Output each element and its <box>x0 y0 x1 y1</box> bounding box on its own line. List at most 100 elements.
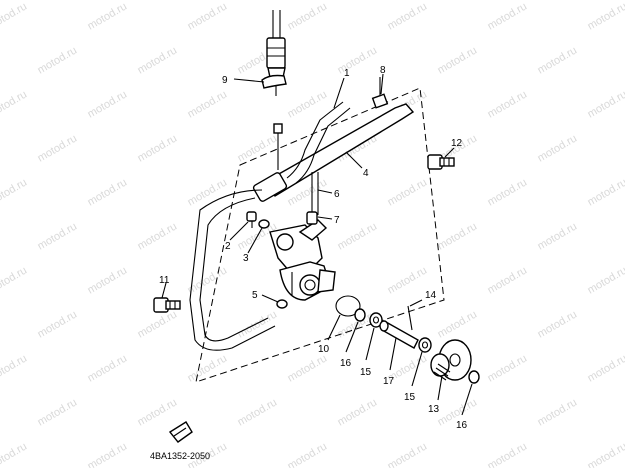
motorcycle-location-icon <box>168 421 193 443</box>
watermark-text: motod.ru <box>436 308 480 340</box>
watermark-text: motod.ru <box>336 396 380 428</box>
callout-15-upper: 15 <box>360 367 372 378</box>
watermark-text: motod.ru <box>336 220 380 252</box>
watermark-text: motod.ru <box>186 176 230 208</box>
watermark-text: motod.ru <box>586 440 625 468</box>
watermark-text: motod.ru <box>586 352 625 384</box>
part-number-code: 4BA1352-2050 <box>150 451 210 461</box>
cable-clip <box>261 74 287 89</box>
watermark-text: motod.ru <box>436 220 480 252</box>
watermark-text: motod.ru <box>36 132 80 164</box>
watermark-text: motod.ru <box>586 176 625 208</box>
watermark-text: motod.ru <box>286 352 330 384</box>
watermark-text: motod.ru <box>386 176 430 208</box>
leader-lines <box>161 73 473 416</box>
watermark-text: motod.ru <box>86 440 130 468</box>
watermark-text: motod.ru <box>136 220 180 252</box>
gear-part-13 <box>430 339 472 381</box>
oring-part-5 <box>276 299 288 309</box>
watermark-text: motod.ru <box>36 308 80 340</box>
washer-part-15-lower <box>418 337 432 353</box>
watermark-text: motod.ru <box>336 44 380 76</box>
bolt-part-12 <box>427 154 455 170</box>
watermark-text: motod.ru <box>0 0 29 32</box>
washer-part-16-lower <box>468 370 480 384</box>
watermark-text: motod.ru <box>486 352 530 384</box>
watermark-text: motod.ru <box>36 44 80 76</box>
watermark-text: motod.ru <box>186 352 230 384</box>
watermark-text: motod.ru <box>0 264 29 296</box>
watermark-text: motod.ru <box>386 0 430 32</box>
watermark-text: motod.ru <box>486 0 530 32</box>
watermark-text: motod.ru <box>436 44 480 76</box>
callout-1: 1 <box>344 68 350 79</box>
callout-9: 9 <box>222 75 228 86</box>
watermark-text: motod.ru <box>186 88 230 120</box>
callout-16-lower: 16 <box>456 420 468 431</box>
watermark-text: motod.ru <box>86 352 130 384</box>
watermark-text: motod.ru <box>86 88 130 120</box>
watermark-text: motod.ru <box>586 88 625 120</box>
watermark-text: motod.ru <box>136 396 180 428</box>
watermark-text: motod.ru <box>186 0 230 32</box>
drive-shaft-part-17 <box>379 320 419 349</box>
callout-13: 13 <box>428 404 440 415</box>
watermark-text: motod.ru <box>236 396 280 428</box>
callout-10: 10 <box>318 344 330 355</box>
watermark-text: motod.ru <box>386 440 430 468</box>
callout-4: 4 <box>363 168 369 179</box>
watermark-text: motod.ru <box>586 0 625 32</box>
fitting-part-7 <box>306 211 318 225</box>
watermark-text: motod.ru <box>0 88 29 120</box>
watermark-text: motod.ru <box>36 220 80 252</box>
watermark-text: motod.ru <box>86 264 130 296</box>
watermark-text: motod.ru <box>386 264 430 296</box>
watermark-text: motod.ru <box>236 132 280 164</box>
watermark-text: motod.ru <box>0 440 29 468</box>
watermark-text: motod.ru <box>536 44 580 76</box>
callout-12: 12 <box>451 138 463 149</box>
watermark-text: motod.ru <box>486 176 530 208</box>
pin-part-14 <box>407 305 413 331</box>
callout-5: 5 <box>252 290 258 301</box>
callout-17: 17 <box>383 376 395 387</box>
washer-part-16-upper <box>354 308 366 322</box>
callout-8: 8 <box>380 65 386 76</box>
delivery-hose <box>189 189 276 351</box>
watermark-text: motod.ru <box>536 396 580 428</box>
bolt-part-2 <box>246 211 257 228</box>
watermark-text: motod.ru <box>586 264 625 296</box>
watermark-text: motod.ru <box>236 308 280 340</box>
watermark-text: motod.ru <box>86 0 130 32</box>
bolt-part-11 <box>153 297 181 313</box>
callout-14: 14 <box>425 290 437 301</box>
oring-part-10 <box>335 295 361 317</box>
watermark-text: motod.ru <box>136 132 180 164</box>
watermark-text: motod.ru <box>536 220 580 252</box>
washer-part-15-upper <box>369 312 383 328</box>
watermark-text: motod.ru <box>486 88 530 120</box>
watermark-text: motod.ru <box>536 132 580 164</box>
watermark-text: motod.ru <box>36 396 80 428</box>
watermark-text: motod.ru <box>286 440 330 468</box>
watermark-text: motod.ru <box>486 440 530 468</box>
watermark-text: motod.ru <box>0 176 29 208</box>
washer-part-3 <box>258 219 270 229</box>
bolt-part-8 <box>371 77 389 109</box>
watermark-text: motod.ru <box>86 176 130 208</box>
assembly-boundary <box>195 87 445 383</box>
cable-joint <box>273 123 283 134</box>
watermark-text: motod.ru <box>0 352 29 384</box>
oil-pipe-upper <box>252 101 415 202</box>
callout-7: 7 <box>334 215 340 226</box>
callout-3: 3 <box>243 253 249 264</box>
watermark-text: motod.ru <box>136 308 180 340</box>
callout-2: 2 <box>225 241 231 252</box>
watermark-text: motod.ru <box>286 88 330 120</box>
callout-11: 11 <box>159 275 170 286</box>
oil-pump-body <box>269 219 336 301</box>
callout-15-lower: 15 <box>404 392 416 403</box>
callout-6: 6 <box>334 189 340 200</box>
callout-labels: 1 2 3 4 5 6 7 8 9 10 11 12 13 14 15 15 1… <box>159 65 468 431</box>
